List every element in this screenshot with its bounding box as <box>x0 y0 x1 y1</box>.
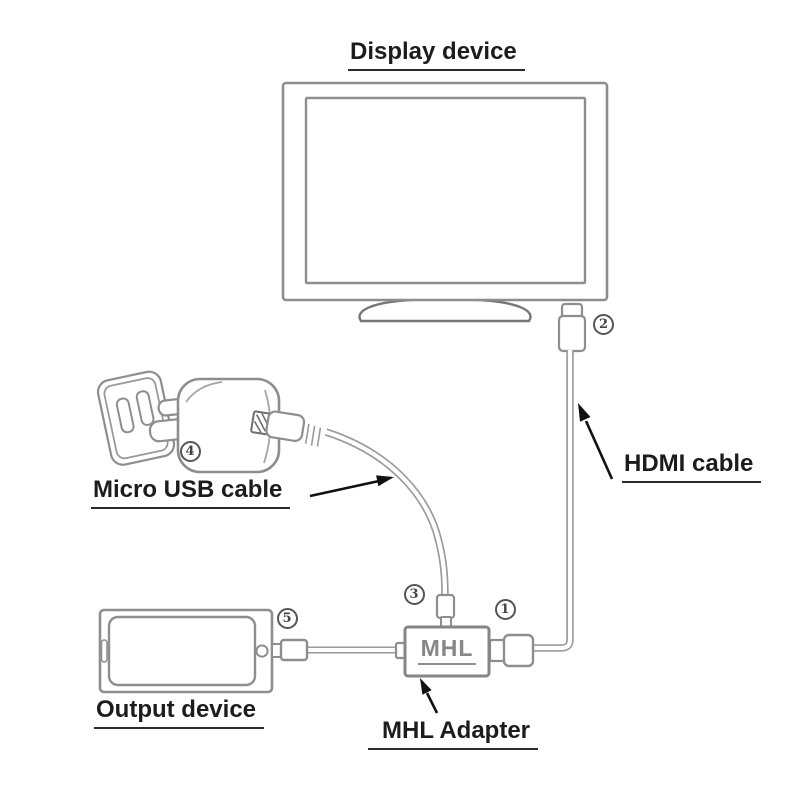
label-micro-usb-cable-text: Micro USB cable <box>91 477 291 509</box>
display-device-drawing <box>281 81 609 323</box>
label-mhl-box-text: MHL <box>417 636 477 665</box>
label-hdmi-cable-text: HDMI cable <box>622 451 762 483</box>
mhl-adapter-arrow <box>420 678 439 714</box>
micro-usb-connector-body <box>435 593 456 620</box>
usb-plug-drawing <box>250 410 322 447</box>
callout-5-digit: 5 <box>282 610 292 626</box>
output-device-drawing <box>98 608 309 694</box>
phone-plug-body <box>279 638 309 662</box>
micro-usb-cable-arrow <box>309 475 394 498</box>
monitor-stand <box>358 298 532 323</box>
monitor-screen <box>304 96 587 285</box>
callout-2-display-connector: 2 <box>593 314 614 335</box>
label-output-device-text: Output device <box>94 697 265 729</box>
phone-home-button <box>255 644 269 658</box>
callout-4-digit: 4 <box>185 443 195 459</box>
outlet-slot-right <box>135 390 155 426</box>
label-output-device: Output device <box>94 697 265 729</box>
phone-speaker-slot <box>100 639 108 663</box>
callout-3-digit: 3 <box>409 586 419 602</box>
hdmi-cable-line <box>534 350 574 652</box>
callout-4-charger: 4 <box>179 440 201 462</box>
label-mhl-adapter-text: MHL Adapter <box>368 718 539 750</box>
label-mhl-box: MHL <box>405 636 489 665</box>
display-hdmi-body <box>557 314 587 353</box>
display-hdmi-connector-drawing <box>557 302 587 353</box>
micro-usb-cable-line <box>324 428 449 599</box>
hdmi-plug-drawing <box>488 633 535 668</box>
usb-plug-body <box>265 410 306 442</box>
wall-outlet-drawing <box>96 370 176 466</box>
hdmi-cable-arrow <box>578 403 614 480</box>
callout-3-micro-usb-connector: 3 <box>403 583 425 605</box>
hdmi-plug-body <box>502 633 535 668</box>
callout-2-digit: 2 <box>598 317 609 332</box>
callout-5-phone-plug: 5 <box>276 607 298 629</box>
label-display-device: Display device <box>348 39 525 71</box>
label-display-device-text: Display device <box>348 39 525 71</box>
label-micro-usb-cable: Micro USB cable <box>91 477 291 509</box>
callout-1-hdmi-plug: 1 <box>494 598 516 620</box>
phone-screen <box>107 615 257 687</box>
charger-edge-top <box>185 381 223 403</box>
label-mhl-adapter: MHL Adapter <box>368 718 539 750</box>
micro-usb-connector-drawing <box>435 593 456 629</box>
outlet-slot-left <box>115 397 135 434</box>
label-hdmi-cable: HDMI cable <box>622 451 762 483</box>
callout-1-digit: 1 <box>500 601 510 617</box>
